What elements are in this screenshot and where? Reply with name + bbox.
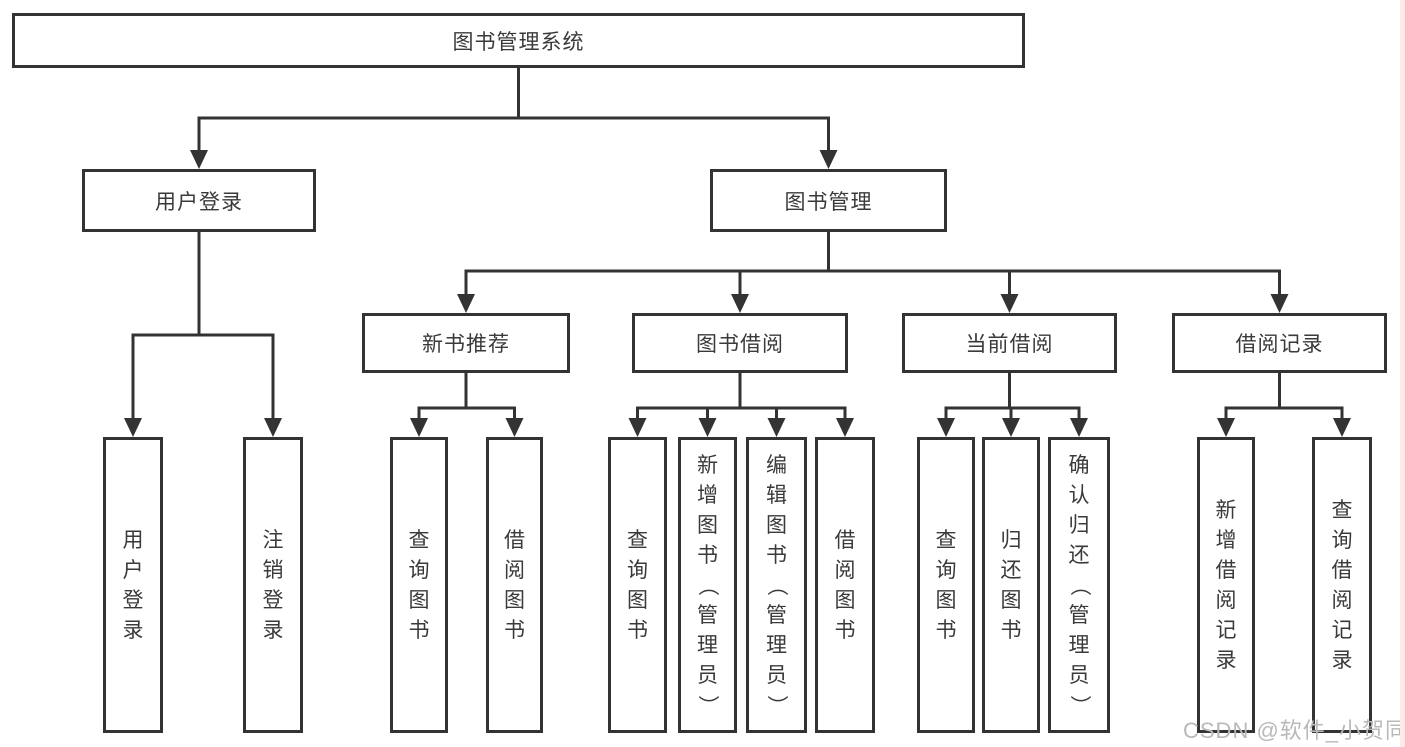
leaf-label: 确认归还（管理员） [1067, 453, 1091, 716]
node-library-system: 图书管理系统 [12, 13, 1025, 68]
leaf-current-query-books: 查询图书 [917, 437, 975, 733]
leaf-label: 查询借阅记录 [1331, 498, 1353, 672]
node-current-borrowing: 当前借阅 [902, 313, 1117, 373]
node-label: 图书借阅 [696, 333, 784, 356]
leaf-logout: 注销登录 [243, 437, 303, 733]
leaf-label: 查询图书 [408, 528, 430, 642]
leaf-add-books-admin: 新增图书（管理员） [678, 437, 737, 733]
node-label: 图书管理 [784, 190, 873, 214]
leaf-label: 注销登录 [262, 528, 284, 642]
leaf-return-books: 归还图书 [982, 437, 1040, 733]
leaf-borrowing-query-books: 查询图书 [608, 437, 667, 733]
leaf-label: 编辑图书（管理员） [765, 453, 788, 716]
node-label: 图书管理系统 [452, 30, 585, 54]
leaf-label: 查询图书 [627, 528, 648, 642]
node-user-login: 用户登录 [82, 169, 316, 232]
leaf-borrowing-borrow-books: 借阅图书 [815, 437, 875, 733]
watermark: CSDN @软件_小贺同学 [1183, 718, 1405, 743]
node-book-management: 图书管理 [710, 169, 947, 232]
leaf-label: 用户登录 [122, 528, 144, 642]
node-borrowing-records: 借阅记录 [1172, 313, 1387, 373]
leaf-label: 借阅图书 [834, 528, 856, 642]
node-new-book-recommendation: 新书推荐 [362, 313, 570, 373]
node-label: 借阅记录 [1235, 333, 1324, 356]
leaf-user-login: 用户登录 [103, 437, 163, 733]
leaf-label: 新增借阅记录 [1215, 498, 1237, 672]
leaf-label: 查询图书 [935, 528, 957, 642]
leaf-label: 新增图书（管理员） [696, 453, 719, 716]
leaf-query-borrow-record: 查询借阅记录 [1312, 437, 1372, 733]
page-edge-strip [1400, 0, 1405, 747]
node-label: 当前借阅 [965, 333, 1054, 356]
leaf-label: 归还图书 [1000, 528, 1022, 642]
leaf-recommend-borrow-books: 借阅图书 [486, 437, 543, 733]
leaf-label: 借阅图书 [504, 528, 525, 642]
node-book-borrowing: 图书借阅 [632, 313, 848, 373]
leaf-confirm-return-admin: 确认归还（管理员） [1048, 437, 1110, 733]
node-label: 用户登录 [155, 190, 243, 214]
leaf-edit-books-admin: 编辑图书（管理员） [746, 437, 807, 733]
leaf-recommend-query-books: 查询图书 [390, 437, 448, 733]
node-label: 新书推荐 [422, 333, 510, 356]
leaf-add-borrow-record: 新增借阅记录 [1197, 437, 1255, 733]
